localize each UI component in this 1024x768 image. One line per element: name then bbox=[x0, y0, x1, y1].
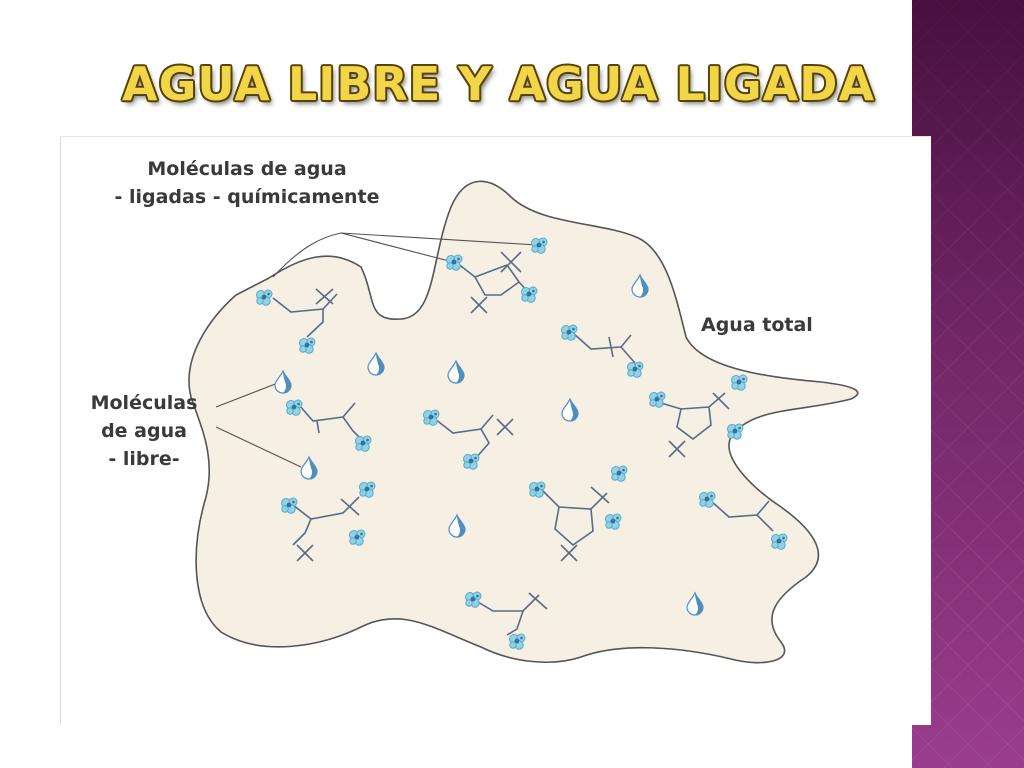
bound-water-label: Moléculas de agua - ligadas - químicamen… bbox=[97, 155, 397, 211]
bound-water-label-line-2: - ligadas - químicamente bbox=[114, 186, 380, 208]
slide-title: Agua libre y agua ligada bbox=[122, 57, 876, 111]
free-water-label: Moléculas de agua - libre- bbox=[69, 389, 219, 473]
diagram-frame: Moléculas de agua - ligadas - químicamen… bbox=[60, 136, 931, 725]
free-water-label-line-1: Moléculas bbox=[90, 392, 198, 414]
side-decoration-band bbox=[912, 0, 1024, 768]
cell-outline bbox=[188, 180, 859, 664]
free-water-label-line-2: de agua bbox=[101, 420, 187, 442]
bound-water-label-line-1: Moléculas de agua bbox=[147, 158, 347, 180]
leader-lines bbox=[215, 232, 538, 468]
lattice-structures bbox=[272, 251, 774, 636]
water-diagram bbox=[188, 180, 859, 664]
free-water-label-line-3: - libre- bbox=[108, 448, 180, 470]
total-water-label: Agua total bbox=[701, 314, 813, 336]
